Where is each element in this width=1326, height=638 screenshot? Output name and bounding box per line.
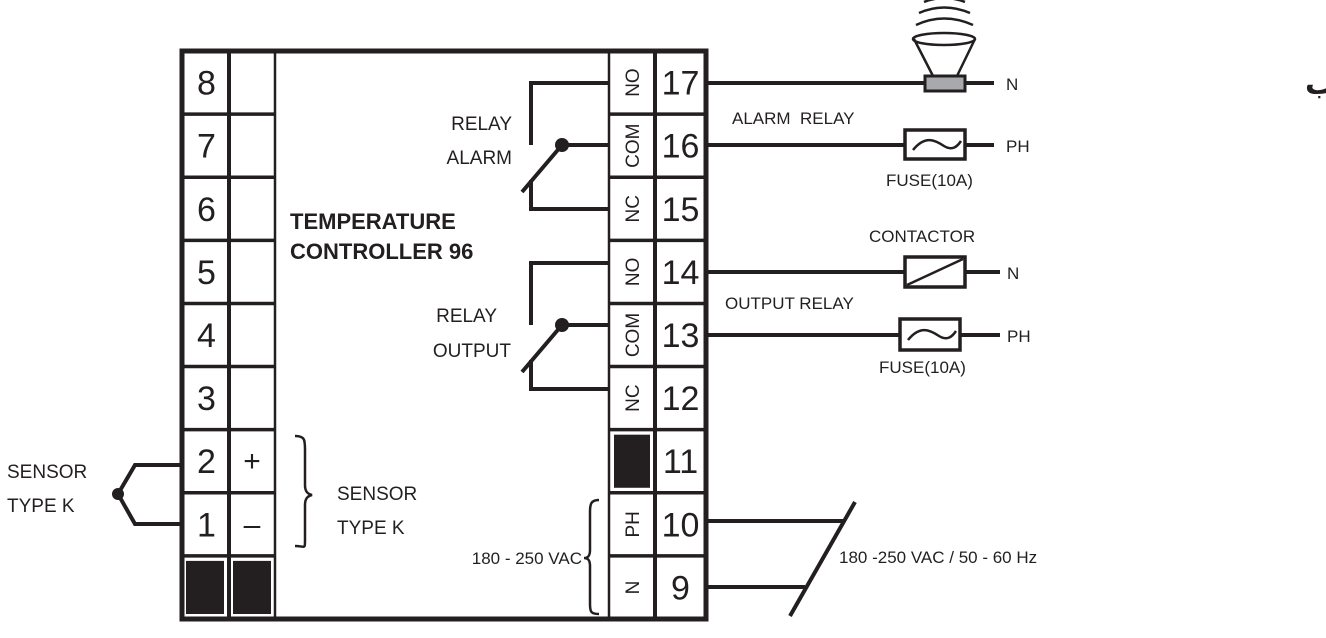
right-terminal-15: NC 15	[609, 175, 706, 229]
controller-outline	[179, 48, 709, 622]
left-terminal-1: 1–	[182, 491, 275, 544]
right-terminal-10: PH 10	[609, 491, 706, 544]
terminal-number: 9	[671, 569, 690, 607]
output-ph-label: PH	[1007, 327, 1031, 346]
left-terminal-5: 5	[182, 238, 275, 292]
terminal-number: 17	[662, 65, 700, 103]
terminal-number: 6	[197, 191, 216, 229]
relay-output-line1: RELAY	[436, 306, 497, 327]
alarm-relay-switch-icon	[520, 81, 609, 211]
blocked-slot	[186, 560, 224, 614]
left-terminal-4: 4	[182, 301, 275, 355]
power-bundle-slash-icon	[788, 501, 857, 617]
right-terminal-12: NC 12	[609, 364, 706, 418]
alarm-ph-label: PH	[1006, 137, 1030, 156]
terminal-number: 13	[662, 317, 700, 355]
alarm-fuse-icon	[903, 128, 967, 161]
left-terminal-6: 6	[182, 175, 275, 229]
alarm-fuse-label: FUSE(10A)	[886, 171, 973, 190]
left-terminal-7: 7	[182, 112, 275, 166]
contactor-coil-icon	[903, 255, 967, 289]
terminal-function-label: NC	[623, 384, 644, 411]
contactor-label: CONTACTOR	[869, 227, 975, 246]
relay-alarm-line1: RELAY	[451, 114, 512, 135]
sensor-internal-line2: TYPE K	[337, 518, 405, 539]
sensor-external-line2: TYPE K	[7, 496, 75, 517]
page-title: راهنمای نصب	[1305, 67, 1326, 102]
alarm-relay-label: ALARM RELAY	[732, 109, 855, 128]
terminal-number: 5	[197, 254, 216, 292]
terminal-function-label: NO	[623, 68, 644, 97]
terminal-number: 3	[197, 380, 216, 418]
sensor-external-line1: SENSOR	[7, 462, 87, 483]
sensor-internal-line1: SENSOR	[337, 484, 417, 505]
terminal-number: 10	[662, 506, 700, 544]
terminal-number: 14	[662, 254, 700, 292]
terminal-number: 8	[197, 65, 216, 103]
terminal-function-label: NO	[623, 258, 644, 287]
output-n-label: N	[1007, 264, 1019, 283]
blocked-slot	[233, 560, 271, 614]
terminal-function-label: NC	[623, 195, 644, 222]
right-terminal-13: COM 13	[609, 301, 706, 357]
power-brace-icon	[583, 498, 600, 616]
right-terminal-11: 11	[609, 427, 706, 488]
output-fuse-icon	[898, 317, 962, 352]
terminal-number: 15	[662, 191, 700, 229]
relay-alarm-line2: ALARM	[447, 148, 512, 169]
terminal-number: 7	[197, 128, 216, 166]
terminal-function-label: COM	[623, 124, 644, 168]
terminal-function-label: PH	[623, 511, 644, 537]
output-relay-label: OUTPUT RELAY	[725, 294, 854, 313]
power-external-label: 180 -250 VAC / 50 - 60 Hz	[839, 548, 1037, 567]
right-terminal-17: NO 17	[623, 65, 699, 103]
output-fuse-label: FUSE(10A)	[879, 358, 966, 377]
left-terminal-8: 8	[197, 65, 216, 103]
power-internal-label: 180 - 250 VAC	[472, 549, 582, 568]
controller-name-line2: CONTROLLER 96	[290, 239, 473, 264]
left-terminal-blank	[182, 554, 275, 614]
terminal-number: 16	[662, 128, 700, 166]
terminal-number: 11	[663, 443, 698, 481]
terminal-number: 4	[197, 317, 216, 355]
terminal-number: 2	[197, 443, 216, 481]
sensor-brace-icon	[294, 434, 313, 548]
relay-output-line2: OUTPUT	[433, 341, 512, 362]
terminal-number: 12	[662, 380, 700, 418]
controller-name-line1: TEMPERATURE	[290, 209, 456, 234]
blocked-slot	[614, 434, 650, 488]
siren-icon	[911, 0, 977, 93]
thermocouple-icon	[112, 463, 182, 526]
terminal-polarity: –	[244, 508, 261, 541]
right-terminal-16: COM 16	[609, 112, 706, 168]
terminal-function-label: COM	[623, 313, 644, 357]
terminal-polarity: +	[243, 445, 261, 478]
left-terminal-2: 2+	[182, 427, 275, 481]
right-terminal-14: NO 14	[609, 238, 706, 292]
terminal-number: 1	[197, 506, 216, 544]
terminal-function-label: N	[623, 581, 644, 595]
left-terminal-3: 3	[182, 364, 275, 418]
alarm-n-label: N	[1006, 75, 1018, 94]
output-relay-switch-icon	[520, 261, 609, 391]
